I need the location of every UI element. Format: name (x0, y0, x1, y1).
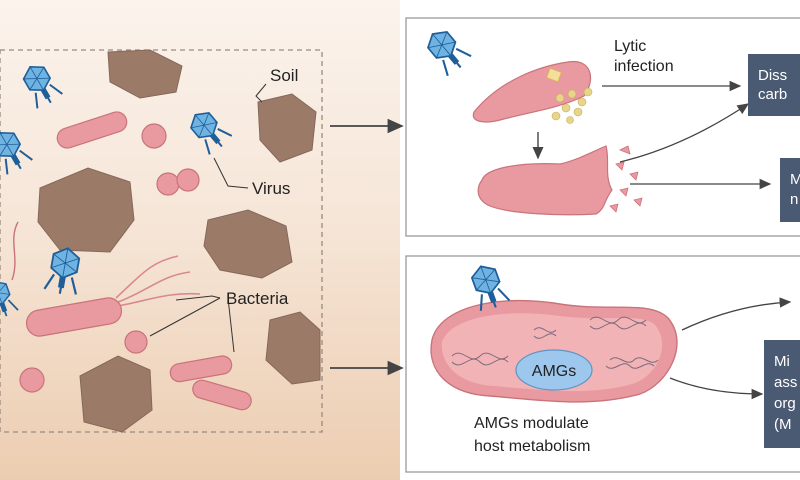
bacteria-cells (19, 111, 252, 411)
arrow-debris-to-carbon (619, 103, 750, 163)
bacteria-label: Bacteria (226, 289, 289, 308)
arrow-amg-down (669, 377, 764, 400)
svg-text:org: org (774, 395, 796, 412)
lytic-label-line2: infection (614, 58, 674, 75)
svg-text:carb: carb (758, 86, 787, 103)
lysed-bacterium (477, 145, 613, 216)
lytic-label-line1: Lytic (614, 38, 646, 55)
lytic-panel: Lytic infection (405, 17, 800, 237)
outcome-box-necromass: M n (780, 158, 800, 222)
soil-sample-frame (0, 49, 323, 433)
svg-text:Mi: Mi (774, 353, 790, 370)
amgs-label: AMGs (532, 363, 576, 380)
svg-text:ass: ass (774, 374, 797, 391)
soil-label: Soil (270, 66, 298, 85)
soil-label-lines (149, 83, 267, 353)
soil-particles (37, 49, 321, 433)
progeny-virions (551, 87, 593, 124)
virus-label: Virus (252, 179, 290, 198)
infected-bacterium (472, 60, 592, 123)
dna-strands (451, 316, 659, 369)
svg-text:M: M (790, 171, 800, 188)
svg-text:(M: (M (774, 416, 792, 433)
outcome-box-microbial-assimilation: Mi ass org (M (764, 340, 800, 448)
flagellated-bacterium (11, 221, 201, 337)
outcome-box-dissolved-carbon: Diss carb (748, 54, 800, 116)
amgs-ellipse (515, 349, 593, 391)
amgs-caption-line1: AMGs modulate (474, 415, 589, 432)
amgs-caption-line2: host metabolism (474, 438, 591, 455)
arrow-amg-up (681, 297, 792, 331)
cell-debris (609, 145, 643, 213)
svg-text:Diss: Diss (758, 67, 787, 84)
svg-text:n: n (790, 191, 798, 208)
amg-panel: AMGs AMGs modulate host metabolism (405, 255, 800, 473)
